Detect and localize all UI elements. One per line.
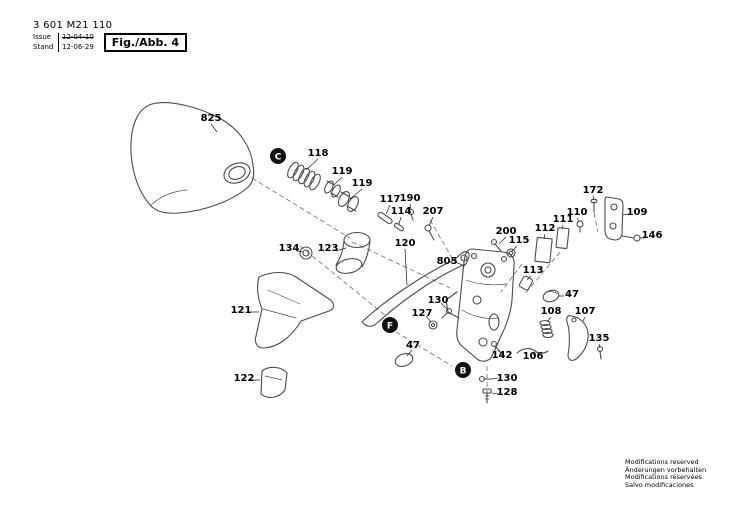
part-121-shape xyxy=(254,271,335,349)
part-label-111: 111 xyxy=(553,214,574,225)
part-200-shape xyxy=(490,238,502,252)
part-805-shape xyxy=(445,248,515,362)
callout-circle-B xyxy=(455,362,471,378)
part-label-130: 130 xyxy=(497,373,518,384)
callout-C: C xyxy=(270,148,286,164)
part-128-shape xyxy=(482,388,492,404)
part-207-shape xyxy=(424,224,435,241)
part-47-right-shape xyxy=(542,289,560,303)
part-115-shape xyxy=(506,248,516,258)
part-label-207: 207 xyxy=(423,206,444,217)
footer-line: Salvo modificaciones xyxy=(625,480,694,489)
part-825-shape xyxy=(130,102,255,214)
part-119-shape xyxy=(324,180,341,198)
issue-label: Issue xyxy=(33,33,52,42)
callout-F: F xyxy=(382,317,398,333)
part-label-142: 142 xyxy=(492,350,513,361)
part-47-left-shape xyxy=(394,353,414,367)
callout-circle-C xyxy=(270,148,286,164)
part-117-shape xyxy=(377,211,393,225)
part-label-127: 127 xyxy=(412,308,433,319)
part-146-shape xyxy=(621,234,641,242)
part-130-bottom-shape xyxy=(478,375,493,383)
footer-line: Modifications réservées xyxy=(625,473,702,482)
leader-lines xyxy=(210,123,644,395)
part-111-shape xyxy=(555,227,570,250)
part-label-128: 128 xyxy=(497,387,518,398)
part-label-47: 47 xyxy=(565,289,579,300)
modifications-note: Modifications reserved Änderungen vorbeh… xyxy=(625,458,707,490)
part-110-shape xyxy=(576,220,584,233)
part-label-805: 805 xyxy=(437,256,458,267)
part-label-122: 122 xyxy=(234,373,255,384)
callout-circle-F xyxy=(382,317,398,333)
issue-row: Issue 12-04-10 xyxy=(33,33,94,43)
part-114-shape xyxy=(393,222,405,232)
part-label-825: 825 xyxy=(201,113,222,124)
part-number: 3 601 M21 110 xyxy=(33,20,113,31)
part-label-190: 190 xyxy=(400,193,421,204)
part-label-146: 146 xyxy=(642,230,663,241)
issue-value: 12-04-10 xyxy=(58,33,94,43)
stand-label: Stand xyxy=(33,42,54,51)
part-118-shape xyxy=(287,161,321,191)
part-label-47: 47 xyxy=(406,340,420,351)
part-label-117: 117 xyxy=(380,194,401,205)
part-label-200: 200 xyxy=(496,226,517,237)
part-127-shape xyxy=(428,320,438,330)
part-113-shape xyxy=(518,275,534,291)
part-label-123: 123 xyxy=(318,243,339,254)
part-label-118: 118 xyxy=(308,148,329,159)
part-label-113: 113 xyxy=(523,265,544,276)
title-block: 3 601 M21 110 Issue 12-04-10 Stand 12-06… xyxy=(33,20,188,52)
part-label-108: 108 xyxy=(541,306,562,317)
part-label-130: 130 xyxy=(428,295,449,306)
footer-line: Änderungen vorbehalten xyxy=(625,465,707,474)
part-label-135: 135 xyxy=(589,333,610,344)
part-134-shape xyxy=(299,246,313,260)
part-112-shape xyxy=(534,236,553,264)
part-label-112: 112 xyxy=(535,223,556,234)
part-130-upper-shape xyxy=(441,307,453,319)
stand-row: Stand 12-06-29 xyxy=(33,42,94,52)
callout-B: B xyxy=(455,362,471,378)
part-172-shape xyxy=(590,198,598,213)
part-label-134: 134 xyxy=(279,243,300,254)
part-label-120: 120 xyxy=(395,238,416,249)
part-123-shape xyxy=(335,231,371,274)
part-122-shape xyxy=(260,366,288,399)
part-109-shape xyxy=(604,196,624,241)
part-135-shape xyxy=(596,345,604,360)
part-label-121: 121 xyxy=(231,305,252,316)
part-106-shape xyxy=(516,348,549,354)
callout-letter-C: C xyxy=(275,153,282,163)
figure-label: Fig./Abb. 4 xyxy=(103,33,188,52)
revision-info: Issue 12-04-10 Stand 12-06-29 xyxy=(33,33,94,52)
part-label-110: 110 xyxy=(567,207,588,218)
part-label-114: 114 xyxy=(391,206,412,217)
part-label-106: 106 xyxy=(523,351,544,362)
part-label-119: 119 xyxy=(332,166,353,177)
footer-line: Modifications reserved xyxy=(625,458,699,466)
part-label-119: 119 xyxy=(352,178,373,189)
part-label-172: 172 xyxy=(583,185,604,196)
part-119b-shape xyxy=(337,191,360,212)
part-label-107: 107 xyxy=(575,306,596,317)
callout-letter-F: F xyxy=(387,322,393,332)
part-label-115: 115 xyxy=(509,235,530,246)
part-107-shape xyxy=(566,315,589,361)
stand-value: 12-06-29 xyxy=(58,42,94,52)
part-108-shape xyxy=(539,319,554,339)
callout-letter-B: B xyxy=(460,367,467,377)
part-label-109: 109 xyxy=(627,207,648,218)
